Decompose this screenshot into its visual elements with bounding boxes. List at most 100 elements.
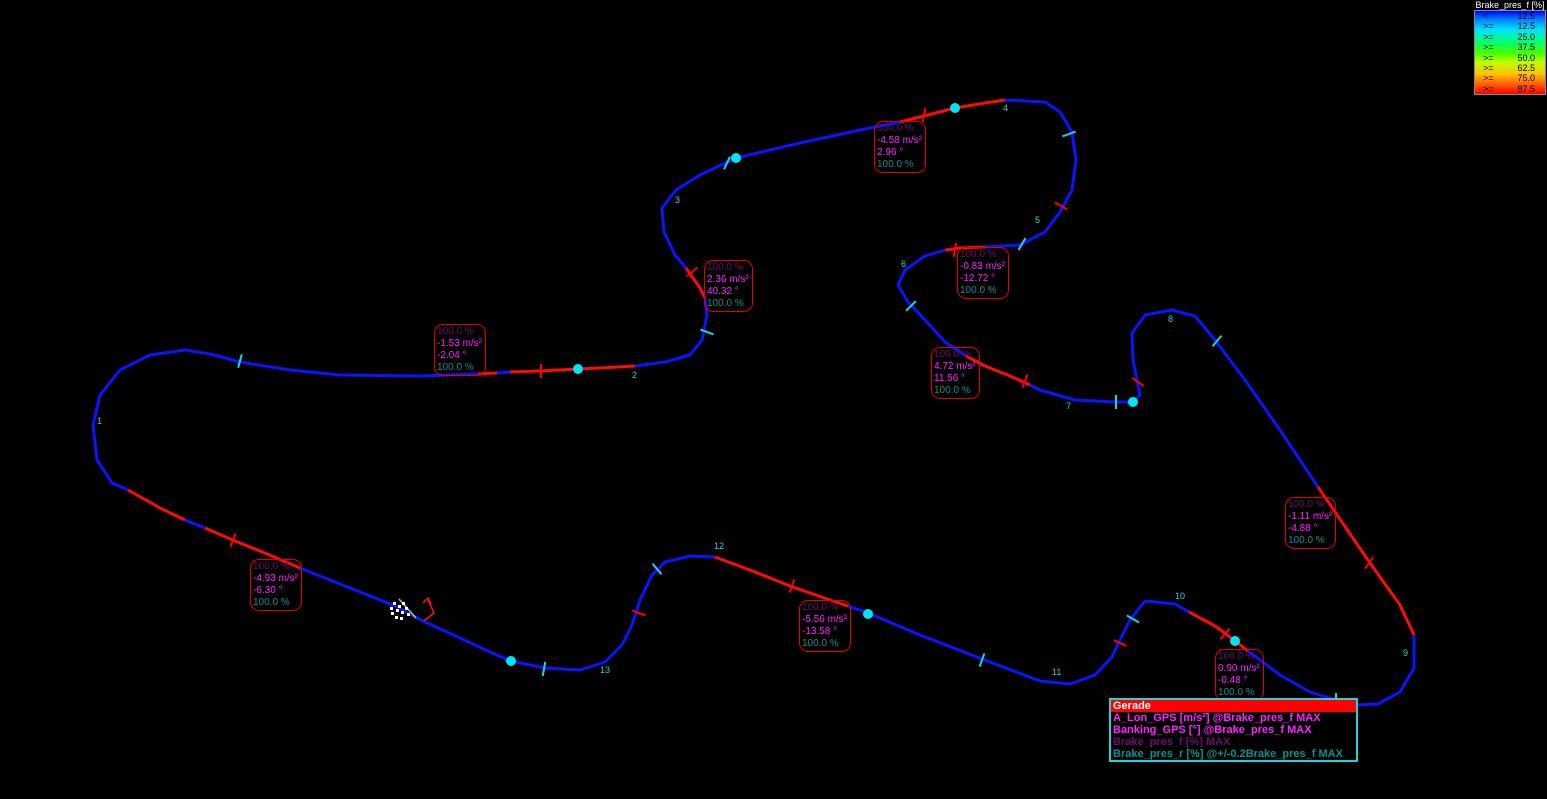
track-segment xyxy=(984,98,1078,249)
brake-marker xyxy=(1219,627,1231,641)
channel-legend[interactable]: Gerade A_Lon_GPS [m/s²] @Brake_pres_f MA… xyxy=(1109,698,1358,762)
banking-value: -2.04 ° xyxy=(437,350,467,361)
track-segment xyxy=(965,354,1031,387)
brake-pres-r-value: 100.0 % xyxy=(253,597,290,608)
brake-marker xyxy=(1054,201,1068,211)
track-segment xyxy=(509,364,636,374)
track-segment xyxy=(714,555,849,608)
sector-marker xyxy=(1126,614,1140,624)
a-lon-value: -0.83 m/s² xyxy=(960,261,1006,272)
marker-layer xyxy=(229,103,1374,707)
a-lon-value: 2.36 m/s² xyxy=(707,274,749,285)
a-lon-value: -4.58 m/s² xyxy=(877,135,923,146)
scale-entry: >=37.5 xyxy=(1483,42,1535,53)
brake-pres-f-value: 100.0 % xyxy=(960,249,997,260)
banking-value: -4.88 ° xyxy=(1288,523,1318,534)
scale-entry: <12.5 xyxy=(1483,11,1535,21)
brake-pres-r-value: 100.0 % xyxy=(1218,687,1255,698)
brake-pres-r-value: 100.0 % xyxy=(707,298,744,309)
sector-marker xyxy=(1062,130,1076,138)
color-scale-legend[interactable]: Brake_pres_f [%] <12.5 >=12.5 >=25.0 >=3… xyxy=(1474,0,1546,95)
brake-marker xyxy=(921,107,927,123)
track-segment xyxy=(496,370,511,375)
a-lon-value: -4.93 m/s² xyxy=(253,573,299,584)
callout-box: 100.0 % -4.58 m/s² 2.96 ° 100.0 % xyxy=(874,121,927,173)
callout-box: 100.0 % 0.90 m/s² -0.48 ° 100.0 % xyxy=(1215,649,1264,701)
turn-label: 11 xyxy=(1052,667,1061,677)
callout-box: 100.0 % -1.53 m/s² -2.04 ° 100.0 % xyxy=(434,324,487,376)
direction-arrow-icon xyxy=(422,596,435,622)
brake-marker xyxy=(952,242,958,258)
legend-row-brake-pres-f[interactable]: Brake_pres_f [%] MAX xyxy=(1113,736,1231,748)
turn-label: 10 xyxy=(1175,591,1185,601)
scale-entry: >=62.5 xyxy=(1483,63,1535,74)
legend-row-banking[interactable]: Banking_GPS [°] @Brake_pres_f MAX xyxy=(1113,724,1312,736)
track-segment xyxy=(204,526,301,570)
turn-label: 9 xyxy=(1403,648,1408,658)
brake-pres-f-value: 100.0 % xyxy=(253,561,290,572)
legend-row-a-lon[interactable]: A_Lon_GPS [m/s²] @Brake_pres_f MAX xyxy=(1113,712,1321,724)
banking-value: -0.48 ° xyxy=(1218,675,1248,686)
turn-label: 12 xyxy=(714,541,724,551)
brake-marker xyxy=(1021,374,1029,388)
turn-label: 5 xyxy=(1035,215,1040,225)
sector-marker xyxy=(651,562,663,576)
sector-marker xyxy=(541,661,547,677)
brake-marker xyxy=(1131,377,1145,387)
callout-box: 100.0 % 2.36 m/s² 40.32 ° 100.0 % xyxy=(704,260,753,312)
turn-label: 1 xyxy=(97,416,102,426)
track-segment xyxy=(299,566,426,624)
turn-label: 4 xyxy=(1003,103,1008,113)
turn-label: 8 xyxy=(1168,314,1173,324)
track-segment xyxy=(1116,308,1320,488)
color-scale-bar: <12.5 >=12.5 >=25.0 >=37.5 >=50.0 >=62.5… xyxy=(1474,10,1546,95)
track-segment xyxy=(1188,610,1249,653)
scale-entry: >=50.0 xyxy=(1483,52,1535,63)
position-dot xyxy=(573,364,583,374)
brake-pres-r-value: 100.0 % xyxy=(960,285,997,296)
position-dot xyxy=(731,153,741,163)
track-segment xyxy=(1029,383,1117,404)
a-lon-value: -1.11 m/s² xyxy=(1288,511,1333,522)
sector-marker xyxy=(700,328,714,336)
banking-value: 11.56 ° xyxy=(934,373,966,384)
brake-pres-r-value: 100.0 % xyxy=(437,362,474,373)
turn-label: 3 xyxy=(675,195,680,205)
position-dot xyxy=(1128,397,1138,407)
position-dot xyxy=(863,609,873,619)
legend-row-brake-pres-r[interactable]: Brake_pres_r [%] @+/-0.2Brake_pres_f MAX xyxy=(1113,748,1343,760)
banking-value: 40.32 ° xyxy=(707,286,739,297)
callout-box: 100.0 % -4.93 m/s² -6.30 ° 100.0 % xyxy=(250,559,303,611)
brake-pres-f-value: 100.0 % xyxy=(1288,499,1325,510)
track-segment xyxy=(684,267,707,299)
banking-value: -6.30 ° xyxy=(253,585,283,596)
track-segment xyxy=(847,599,1190,686)
scale-entry: >=75.0 xyxy=(1483,73,1535,84)
a-lon-value: 0.90 m/s² xyxy=(1218,663,1260,674)
a-lon-value: -5.56 m/s² xyxy=(802,614,848,625)
brake-pres-r-value: 100.0 % xyxy=(802,638,839,649)
brake-pres-f-value: 100.0 % xyxy=(802,602,839,613)
track-segment xyxy=(184,518,206,530)
scale-entry: >=12.5 xyxy=(1483,21,1535,32)
sector-marker xyxy=(1017,237,1027,251)
brake-pres-r-value: 100.0 % xyxy=(877,159,914,170)
brake-marker xyxy=(788,579,796,593)
brake-pres-f-value: 100.0 % xyxy=(877,123,914,134)
legend-header-gerade[interactable]: Gerade xyxy=(1111,700,1356,712)
brake-marker xyxy=(685,266,699,278)
track-layer xyxy=(91,98,1416,707)
brake-marker xyxy=(229,533,237,547)
turn-label: 6 xyxy=(901,259,906,269)
sector-marker xyxy=(723,156,731,170)
callout-box: 100.0 % -5.56 m/s² -13.58 ° 100.0 % xyxy=(799,600,852,652)
scale-entry: >=87.5 xyxy=(1483,83,1535,94)
position-dot xyxy=(506,656,516,666)
banking-value: -13.58 ° xyxy=(802,626,838,637)
callout-box: 100.0 % -0.83 m/s² -12.72 ° 100.0 % xyxy=(957,247,1010,299)
scale-entry: >=25.0 xyxy=(1483,31,1535,42)
track-segment xyxy=(634,297,709,368)
track-segment xyxy=(896,248,967,358)
start-finish-flag-icon xyxy=(390,598,417,620)
